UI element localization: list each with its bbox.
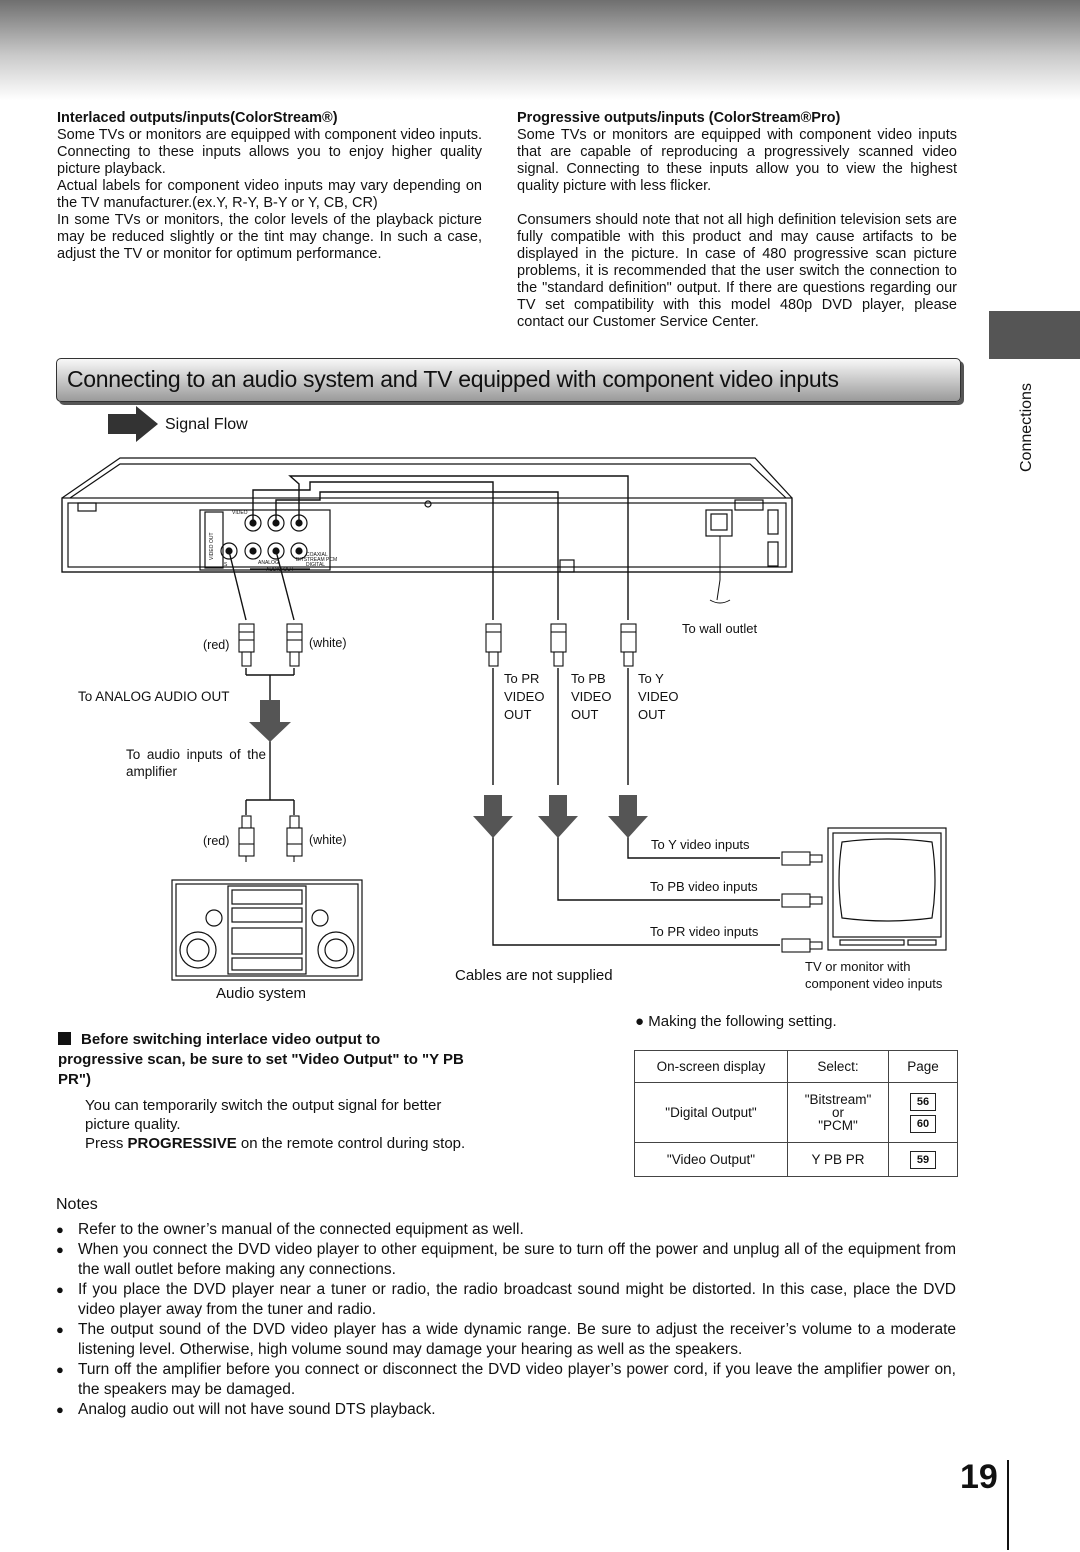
header-on-screen-display: On-screen display <box>634 1050 788 1083</box>
notes-list: Refer to the owner’s manual of the conne… <box>56 1220 956 1420</box>
interlaced-heading: Interlaced outputs/inputs(ColorStream®) <box>57 110 338 126</box>
y-down-arrow-icon <box>608 795 648 838</box>
progressive-switch-heading: Before switching interlace video output … <box>58 1031 464 1088</box>
dvd-player-rear-panel <box>61 457 793 573</box>
signal-flow-label: Signal Flow <box>165 416 248 433</box>
signal-arrows <box>249 700 648 838</box>
page-number-rule <box>1007 1460 1009 1550</box>
audio-plug-white-bottom <box>286 815 303 862</box>
audio-plug-red-top <box>238 623 255 667</box>
page-number: 19 <box>960 1458 998 1496</box>
interlaced-para-1: Some TVs or monitors are equipped with c… <box>57 127 482 177</box>
pb-down-arrow-icon <box>538 795 578 838</box>
progressive-section: Progressive outputs/inputs (ColorStream®… <box>517 110 957 331</box>
row-display: "Video Output" <box>634 1142 788 1177</box>
panel-digital-label: DIGITAL <box>306 562 325 568</box>
notes-section: Notes Refer to the owner’s manual of the… <box>56 1196 956 1420</box>
audio-down-arrow-icon <box>249 700 291 742</box>
page-ref-icon: 60 <box>910 1114 936 1133</box>
tv-plug-y <box>781 851 823 866</box>
to-y-video-inputs-label: To Y video inputs <box>651 837 750 852</box>
header-page: Page <box>888 1050 958 1083</box>
section-title: Connecting to an audio system and TV equ… <box>67 366 839 392</box>
page-ref-icon: 59 <box>910 1150 936 1169</box>
video-plug-pb <box>550 623 567 667</box>
interlaced-para-2: Actual labels for component video inputs… <box>57 178 482 211</box>
list-item: When you connect the DVD video player to… <box>56 1240 956 1280</box>
panel-s-label: S <box>224 562 228 568</box>
progressive-heading: Progressive outputs/inputs (ColorStream®… <box>517 110 841 126</box>
row-display: "Digital Output" <box>634 1082 788 1143</box>
component-cables <box>252 475 780 946</box>
to-pb-video-inputs-label: To PB video inputs <box>650 879 758 894</box>
red-top-label: (red) <box>203 638 230 652</box>
notes-title: Notes <box>56 1196 98 1213</box>
panel-bitstream-label: BITSTREAM PCM <box>296 557 337 563</box>
chapter-label: Connections <box>1018 383 1035 472</box>
tv-illustration <box>827 827 947 951</box>
row-pages: 59 <box>888 1142 958 1177</box>
panel-audio-out-label: AUDIO OUT <box>266 567 294 573</box>
settings-table-header: On-screen display Select: Page <box>634 1050 958 1083</box>
making-setting-label: ● Making the following setting. <box>635 1013 837 1030</box>
progressive-switch-section: Before switching interlace video output … <box>58 1030 468 1153</box>
progressive-switch-line-2: Press PROGRESSIVE on the remote control … <box>85 1135 466 1152</box>
white-bottom-label: (white) <box>309 833 347 847</box>
to-wall-outlet-label: To wall outlet <box>682 621 758 636</box>
to-analog-audio-out-label: To ANALOG AUDIO OUT <box>78 689 230 704</box>
list-item: Refer to the owner’s manual of the conne… <box>56 1220 956 1240</box>
interlaced-section: Interlaced outputs/inputs(ColorStream®) … <box>57 110 482 263</box>
panel-coaxial-label: COAXIAL <box>306 552 328 558</box>
red-bottom-label: (red) <box>203 834 230 848</box>
list-item: Analog audio out will not have sound DTS… <box>56 1400 956 1420</box>
to-audio-inputs-label: To audio inputs of the amplifier <box>126 747 266 779</box>
bullet-icon: ● <box>635 1013 649 1030</box>
tv-plug-pb <box>781 893 823 908</box>
pr-down-arrow-icon <box>473 795 513 838</box>
row-select: "Bitstream" or "PCM" <box>787 1082 889 1143</box>
to-pr-video-inputs-label: To PR video inputs <box>650 924 759 939</box>
panel-analog-label: ANALOG <box>258 560 279 566</box>
square-bullet-icon <box>58 1032 71 1045</box>
white-top-label: (white) <box>309 636 347 650</box>
video-plug-pr <box>485 623 502 667</box>
cable-plugs <box>238 623 823 953</box>
signal-flow-arrow-icon <box>108 406 158 442</box>
header-gradient-band <box>0 0 1080 100</box>
list-item: Turn off the amplifier before you connec… <box>56 1360 956 1400</box>
progressive-switch-line-1: You can temporarily switch the output si… <box>85 1097 442 1133</box>
list-item: The output sound of the DVD video player… <box>56 1320 956 1360</box>
cables-not-supplied-label: Cables are not supplied <box>455 967 613 984</box>
progressive-para-1: Some TVs or monitors are equipped with c… <box>517 127 957 194</box>
settings-table: On-screen display Select: Page "Digital … <box>634 1050 958 1177</box>
table-row: "Video Output" Y PB PR 59 <box>634 1142 958 1177</box>
page-ref-icon: 56 <box>910 1092 936 1111</box>
row-select: Y PB PR <box>787 1142 889 1177</box>
video-plug-y <box>620 623 637 667</box>
header-select: Select: <box>787 1050 889 1083</box>
list-item: If you place the DVD player near a tuner… <box>56 1280 956 1320</box>
progressive-para-2: Consumers should note that not all high … <box>517 212 957 330</box>
panel-video-out-label: VIDEO OUT <box>209 532 215 560</box>
tv-plug-pr <box>781 938 823 953</box>
table-row: "Digital Output" "Bitstream" or "PCM" 56… <box>634 1082 958 1143</box>
audio-plug-white-top <box>286 623 303 667</box>
tv-monitor-label: TV or monitor with component video input… <box>805 959 943 991</box>
panel-video-label: VIDEO <box>232 510 248 516</box>
audio-system-illustration <box>171 879 363 981</box>
interlaced-para-3: In some TVs or monitors, the color level… <box>57 212 482 262</box>
row-pages: 56 60 <box>888 1082 958 1143</box>
section-title-banner: Connecting to an audio system and TV equ… <box>56 358 961 402</box>
audio-system-label: Audio system <box>216 985 307 1002</box>
connection-diagram: VIDEO VIDEO OUT S ANALOG AUDIO OUT COAXI… <box>61 406 947 981</box>
audio-plug-red-bottom <box>238 815 255 862</box>
chapter-tab <box>989 311 1080 359</box>
